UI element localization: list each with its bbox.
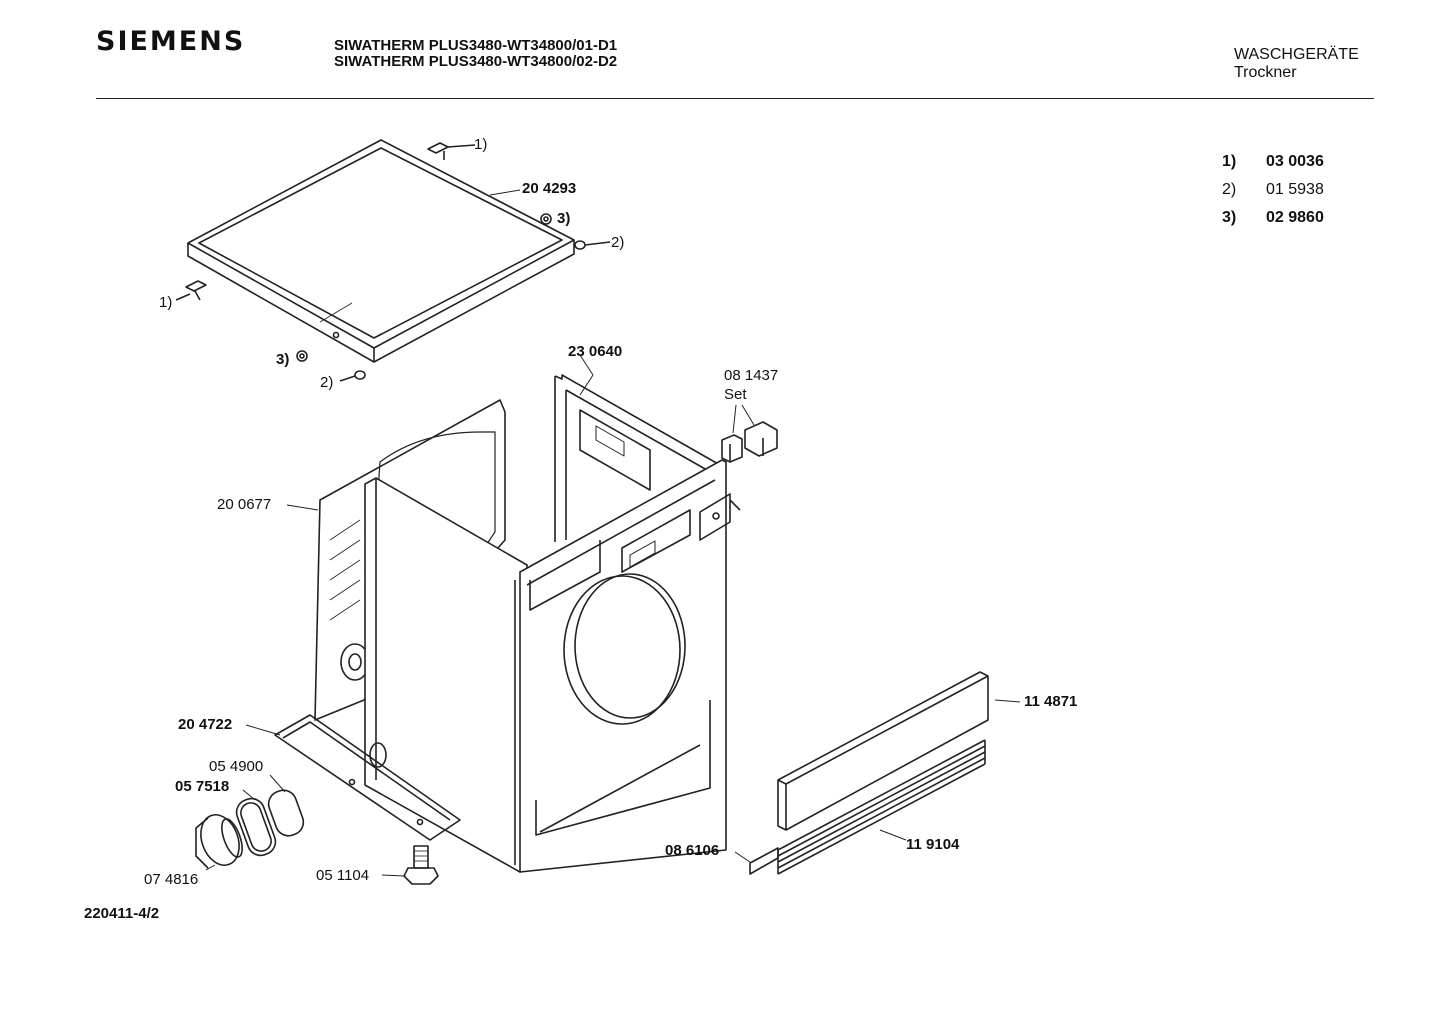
model-line-2: SIWATHERM PLUS3480-WT34800/02-D2 — [334, 53, 618, 70]
part-label-door-seal: 05 7518 — [175, 778, 230, 795]
cap-icon — [340, 371, 365, 381]
callout-ref-1: 1) — [474, 136, 488, 153]
part-label-seal: 05 4900 — [209, 758, 264, 775]
part-label-hose-adapter: 07 4816 — [144, 871, 199, 888]
base-frame-drawing — [275, 715, 460, 840]
header-divider — [96, 98, 1374, 99]
legend-item: 2)01 5938 — [1222, 181, 1324, 198]
hose-adapter-drawing — [194, 809, 246, 870]
model-line-1: SIWATHERM PLUS3480-WT34800/01-D1 — [334, 37, 618, 54]
part-label-rear-panel: 23 0640 — [568, 343, 623, 360]
leader-lines — [206, 190, 1020, 876]
part-label-grille: 11 9104 — [906, 836, 960, 853]
callout-ref-2: 2) — [611, 234, 625, 251]
kick-plate-drawing — [778, 672, 988, 830]
legend-item: 3)02 9860 — [1222, 209, 1324, 226]
part-label-set: Set — [724, 386, 747, 403]
part-label-strip: 08 6106 — [665, 842, 720, 859]
reference-legend: 1)03 0036 2)01 5938 3)02 9860 — [1222, 153, 1324, 237]
callout-ref-3: 3) — [276, 351, 290, 368]
callout-ref-3: 3) — [557, 210, 571, 227]
bracket-icon — [428, 143, 475, 160]
screw-icon — [541, 214, 551, 224]
connector-set-drawing — [722, 405, 777, 462]
mounting-bracket-drawing — [700, 494, 740, 540]
part-label-kick-plate: 11 4871 — [1024, 693, 1078, 710]
subcategory-title: Trockner — [1234, 64, 1297, 81]
callout-ref-1: 1) — [159, 294, 173, 311]
legend-item: 1)03 0036 — [1222, 153, 1324, 170]
part-label-connector-set: 08 1437 — [724, 367, 779, 384]
grille-drawing — [778, 740, 985, 874]
screw-icon — [297, 351, 307, 361]
strip-drawing — [750, 848, 778, 874]
part-label-base-frame: 20 4722 — [178, 716, 233, 733]
callout-ref-2: 2) — [320, 374, 334, 391]
top-cover-drawing — [188, 140, 574, 362]
seal-drawing — [265, 787, 307, 840]
part-label-top-cover: 20 4293 — [522, 180, 577, 197]
foot-drawing — [404, 846, 438, 884]
category-block: WASCHGERÄTE Trockner — [1234, 46, 1359, 82]
cap-icon — [575, 241, 610, 249]
part-label-foot: 05 1104 — [316, 867, 370, 884]
front-frame-drawing — [365, 460, 726, 872]
model-title: SIWATHERM PLUS3480-WT34800/01-D1 SIWATHE… — [334, 38, 617, 70]
bracket-icon — [176, 281, 206, 300]
drawing-number: 220411-4/2 — [84, 905, 160, 922]
brand-logo: SIEMENS — [96, 26, 246, 57]
category-title: WASCHGERÄTE — [1234, 46, 1359, 63]
door-seal-drawing — [233, 795, 279, 859]
part-label-side-panel: 20 0677 — [217, 496, 272, 513]
